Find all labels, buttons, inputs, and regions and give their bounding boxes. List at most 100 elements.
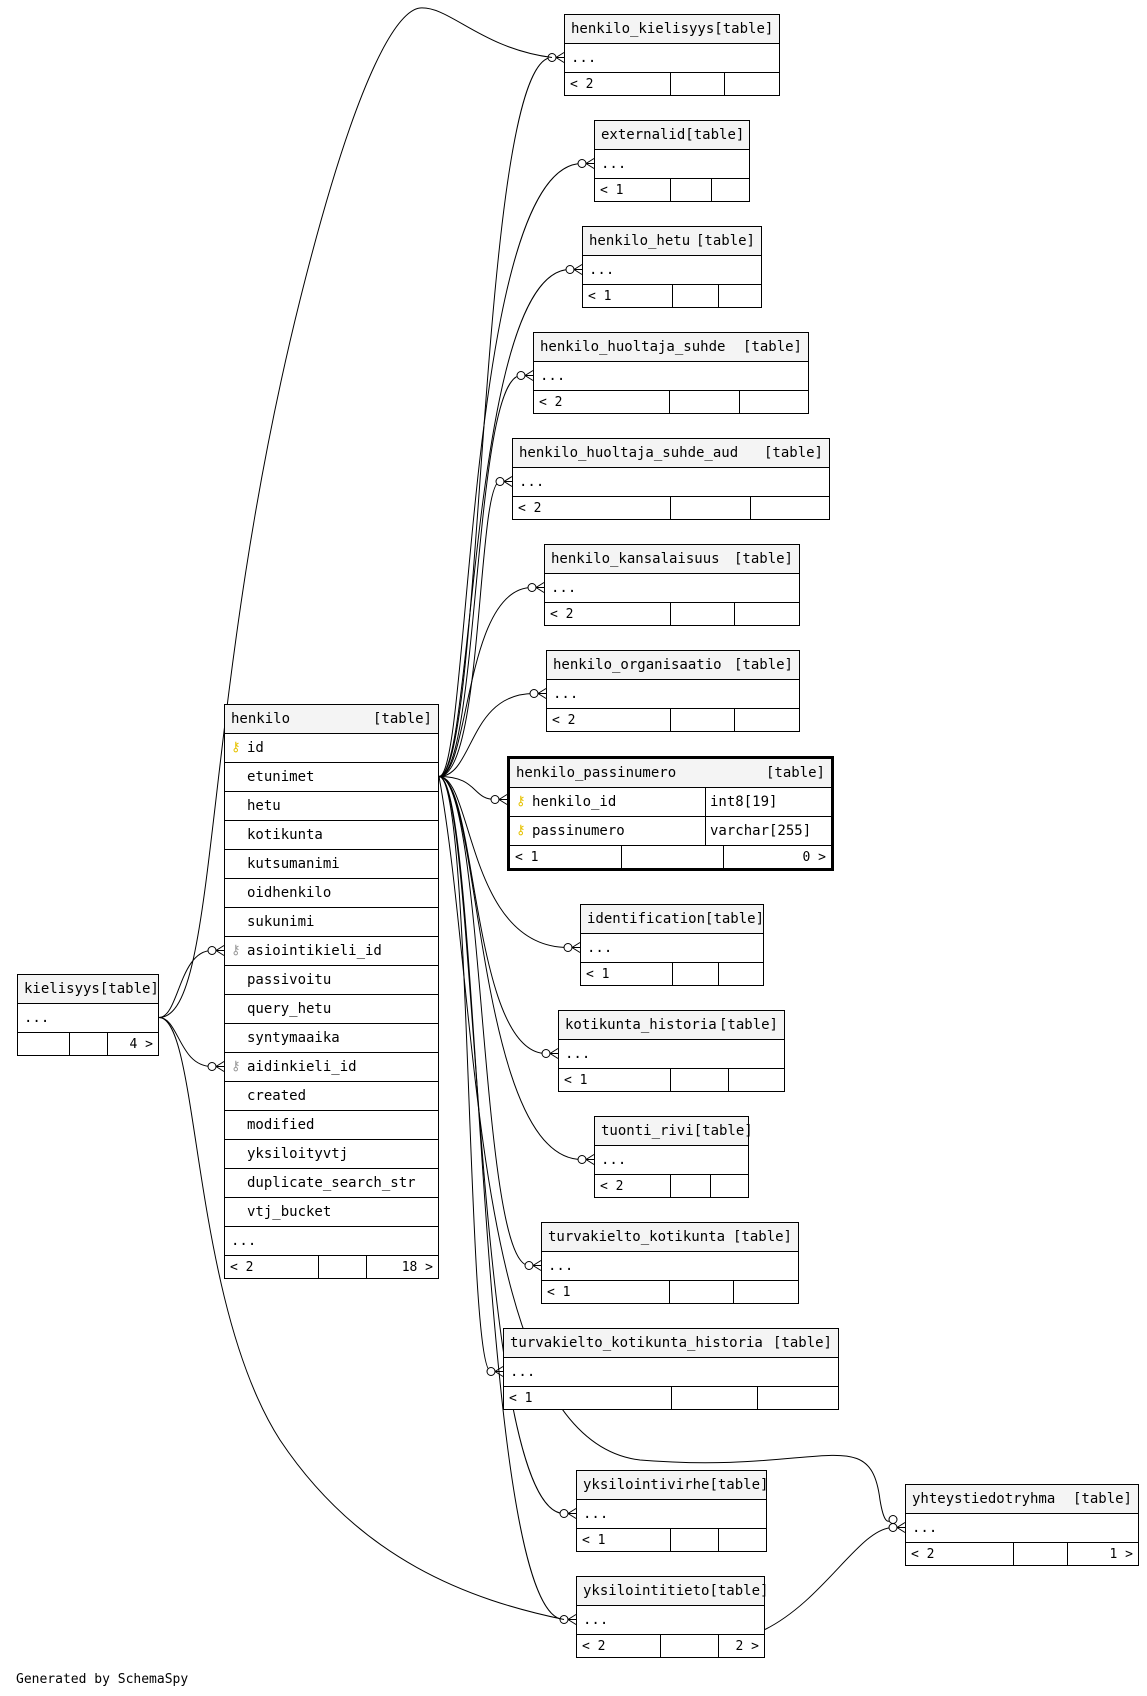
column-row[interactable]: yksiloityvtj [225, 1140, 438, 1169]
footer-children[interactable]: 0 > [802, 849, 826, 865]
column-row[interactable]: ... [225, 1227, 438, 1256]
footer-parents[interactable]: < 2 [595, 1175, 671, 1197]
footer-children[interactable] [734, 1281, 798, 1303]
column-row[interactable]: ... [581, 934, 763, 963]
footer-parents[interactable]: < 1 [581, 963, 673, 985]
table-name[interactable]: henkilo_kielisyys [571, 21, 715, 37]
footer-children[interactable] [729, 1069, 784, 1091]
footer-children[interactable] [725, 73, 779, 95]
footer-parents[interactable]: < 2 [547, 709, 671, 731]
column-row[interactable]: etunimet [225, 763, 438, 792]
column-row[interactable]: ... [18, 1004, 158, 1033]
column-row[interactable]: ... [595, 1146, 748, 1175]
footer-parents[interactable]: < 1 [595, 179, 671, 201]
table-name[interactable]: henkilo_kansalaisuus [551, 551, 720, 567]
footer-parents[interactable]: < 1 [559, 1069, 671, 1091]
table-name[interactable]: identification [587, 911, 706, 927]
column-row[interactable]: created [225, 1082, 438, 1111]
footer-children[interactable] [758, 1387, 838, 1409]
table-henkilo-organisaatio[interactable]: henkilo_organisaatio[table]...< 2 [546, 650, 800, 732]
column-row[interactable]: ... [583, 256, 761, 285]
table-name[interactable]: yksilointivirhe [583, 1477, 710, 1493]
table-name[interactable]: henkilo_huoltaja_suhde_aud [519, 445, 739, 461]
footer-children[interactable]: 18 > [401, 1259, 433, 1275]
table-name[interactable]: kielisyys [24, 981, 100, 997]
table-henkilo-huoltaja-suhde[interactable]: henkilo_huoltaja_suhde[table]...< 2 [533, 332, 809, 414]
column-row[interactable]: ... [547, 680, 799, 709]
table-name[interactable]: henkilo_passinumero [516, 765, 677, 781]
footer-parents[interactable]: < 1 [583, 285, 673, 307]
column-row[interactable]: ⚷aidinkieli_id [225, 1053, 438, 1082]
table-name[interactable]: yksilointitieto [583, 1583, 710, 1599]
table-name[interactable]: externalid [601, 127, 686, 143]
column-row[interactable]: modified [225, 1111, 438, 1140]
table-name[interactable]: yhteystiedotryhma [912, 1491, 1056, 1507]
column-row[interactable]: ... [565, 44, 779, 73]
footer-parents[interactable]: < 2 [565, 73, 671, 95]
footer-parents[interactable]: < 1 [542, 1281, 670, 1303]
table-name[interactable]: henkilo_hetu [589, 233, 691, 249]
column-row[interactable]: duplicate_search_str [225, 1169, 438, 1198]
footer-children[interactable] [751, 497, 829, 519]
column-row[interactable]: query_hetu [225, 995, 438, 1024]
column-row[interactable]: passivoitu [225, 966, 438, 995]
column-row[interactable]: kutsumanimi [225, 850, 438, 879]
footer-children[interactable]: 2 > [735, 1638, 759, 1654]
footer-parents[interactable]: < 2 [513, 497, 671, 519]
footer-parents[interactable] [18, 1033, 70, 1055]
table-name[interactable]: turvakielto_kotikunta [548, 1229, 726, 1245]
footer-children[interactable] [719, 285, 761, 307]
column-row[interactable]: ... [906, 1514, 1138, 1543]
table-externalid[interactable]: externalid[table]...< 1 [594, 120, 750, 202]
table-name[interactable]: henkilo_organisaatio [553, 657, 722, 673]
table-yksilointivirhe[interactable]: yksilointivirhe[table]...< 1 [576, 1470, 768, 1552]
table-name[interactable]: turvakielto_kotikunta_historia [510, 1335, 763, 1351]
footer-children[interactable] [719, 963, 763, 985]
table-henkilo-huoltaja-suhde-aud[interactable]: henkilo_huoltaja_suhde_aud[table]...< 2 [512, 438, 830, 520]
footer-parents[interactable]: < 2 [534, 391, 670, 413]
footer-parents[interactable]: < 2 [225, 1256, 319, 1278]
column-row[interactable]: vtj_bucket [225, 1198, 438, 1227]
footer-children[interactable] [712, 179, 749, 201]
footer-parents[interactable]: < 2 [906, 1543, 1014, 1565]
column-row[interactable]: kotikunta [225, 821, 438, 850]
table-turvakielto-kotikunta-historia[interactable]: turvakielto_kotikunta_historia[table]...… [503, 1328, 839, 1410]
column-row[interactable]: ... [559, 1040, 784, 1069]
footer-children[interactable]: 4 > [129, 1036, 153, 1052]
column-row[interactable]: ... [595, 150, 749, 179]
table-turvakielto-kotikunta[interactable]: turvakielto_kotikunta[table]...< 1 [541, 1222, 799, 1304]
column-row[interactable]: hetu [225, 792, 438, 821]
footer-parents[interactable]: < 1 [504, 1387, 672, 1409]
column-row[interactable]: ⚷asiointikieli_id [225, 937, 438, 966]
table-henkilo-kielisyys[interactable]: henkilo_kielisyys[table]...< 2 [564, 14, 780, 96]
column-row[interactable]: ... [577, 1500, 766, 1529]
table-identification[interactable]: identification[table]...< 1 [580, 904, 764, 986]
column-row[interactable]: ... [542, 1252, 798, 1281]
table-henkilo-kansalaisuus[interactable]: henkilo_kansalaisuus[table]...< 2 [544, 544, 800, 626]
footer-children[interactable]: 1 > [1109, 1546, 1133, 1562]
column-row[interactable]: ... [577, 1606, 764, 1635]
table-tuonti-rivi[interactable]: tuonti_rivi[table]...< 2 [594, 1116, 753, 1198]
table-name[interactable]: kotikunta_historia [565, 1017, 717, 1033]
footer-children[interactable] [740, 391, 808, 413]
table-kielisyys[interactable]: kielisyys[table]...4 > [17, 974, 159, 1056]
footer-children[interactable] [735, 603, 799, 625]
footer-children[interactable] [711, 1175, 748, 1197]
footer-children[interactable] [735, 709, 799, 731]
column-row[interactable]: ... [504, 1358, 838, 1387]
footer-parents[interactable]: < 2 [577, 1635, 661, 1657]
footer-parents[interactable]: < 2 [545, 603, 671, 625]
column-row[interactable]: syntymaaika [225, 1024, 438, 1053]
column-row[interactable]: ... [545, 574, 799, 603]
footer-children[interactable] [719, 1529, 766, 1551]
table-name[interactable]: henkilo [231, 711, 291, 727]
table-name[interactable]: henkilo_huoltaja_suhde [540, 339, 726, 355]
column-row[interactable]: ⚷id [225, 734, 438, 763]
column-row[interactable]: oidhenkilo [225, 879, 438, 908]
footer-parents[interactable]: < 1 [577, 1529, 671, 1551]
